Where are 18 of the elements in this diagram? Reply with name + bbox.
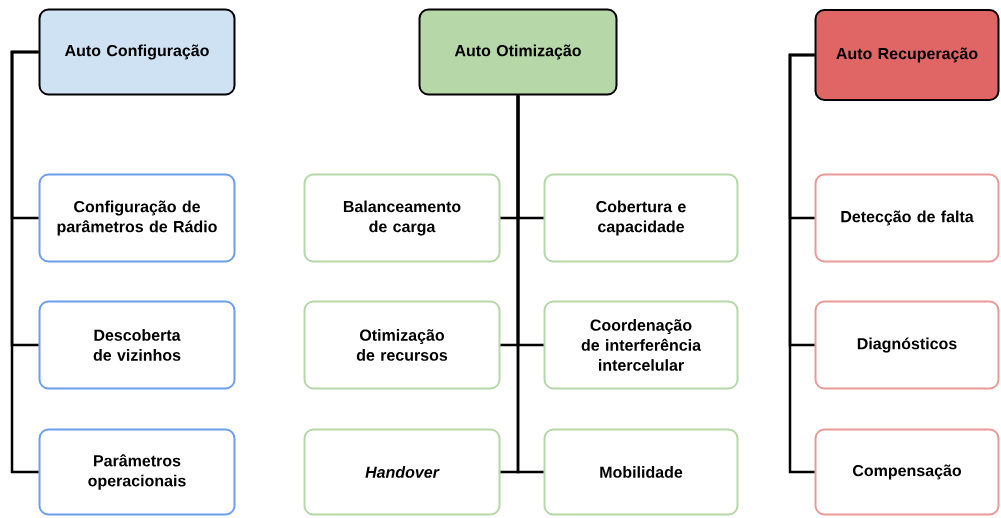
category-box: Handover [303, 428, 501, 516]
header-box: Auto Configuração [38, 8, 236, 96]
category-box: Otimização de recursos [303, 300, 501, 390]
header-box: Auto Otimização [418, 8, 618, 96]
connector-line [516, 95, 544, 474]
category-box: Descoberta de vizinhos [38, 300, 236, 390]
category-box: Coordenação de interferência intercelular [543, 300, 739, 390]
connector-line [10, 50, 39, 474]
header-box: Auto Recuperação [814, 9, 1000, 101]
category-box: Configuração de parâmetros de Rádio [38, 173, 236, 263]
category-box: Balanceamento de carga [303, 173, 501, 263]
category-box: Cobertura e capacidade [543, 173, 739, 263]
category-box: Diagnósticos [814, 300, 1000, 390]
category-box: Compensação [814, 428, 1000, 516]
connector-line [788, 53, 815, 474]
category-box: Mobilidade [543, 428, 739, 516]
category-box: Detecção de falta [814, 173, 1000, 263]
category-box: Parâmetros operacionais [38, 428, 236, 516]
